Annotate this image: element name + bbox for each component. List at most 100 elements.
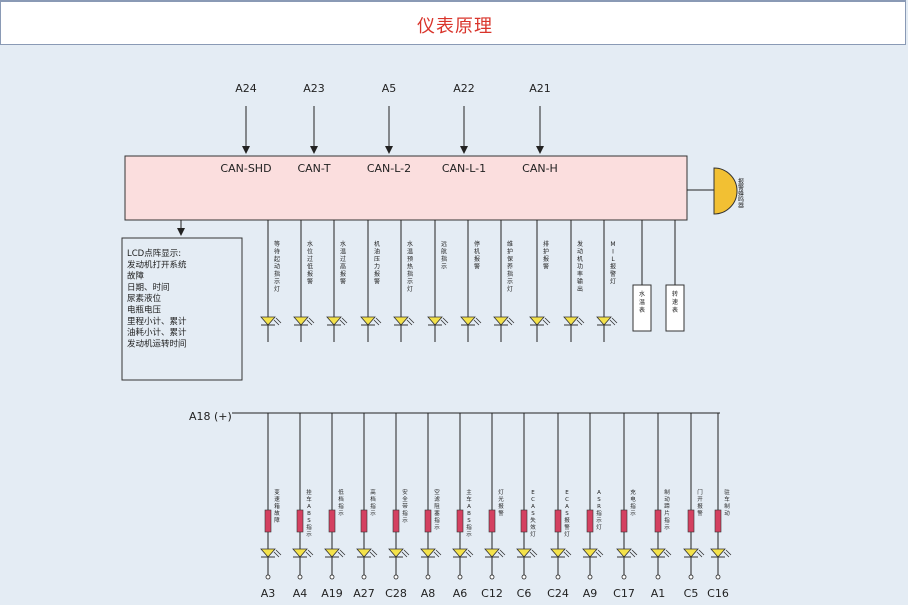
led-ray xyxy=(406,319,413,326)
led-icon xyxy=(529,316,551,326)
led-triangle xyxy=(596,316,612,326)
led-ray xyxy=(597,549,604,556)
led-ray xyxy=(529,551,536,558)
pin-label: A4 xyxy=(293,587,308,600)
led-icon xyxy=(292,548,314,558)
led-ray xyxy=(475,317,482,324)
indicator-label: 变速箱故障 xyxy=(274,488,280,524)
led-ray xyxy=(305,551,312,558)
pin-terminal xyxy=(621,574,627,580)
led-ray xyxy=(440,319,447,326)
led-triangle xyxy=(292,548,308,558)
lcd-line: 里程小计、累计 xyxy=(127,316,187,327)
pin-terminal xyxy=(489,574,495,580)
led-ray xyxy=(467,549,474,556)
led-ray xyxy=(275,317,282,324)
page-title: 仪表原理 xyxy=(417,16,493,37)
led-triangle xyxy=(326,316,342,326)
gauge-box xyxy=(632,284,652,332)
indicator-label: 充电指示 xyxy=(630,488,636,517)
pin-label: A27 xyxy=(353,587,375,600)
resistor-icon xyxy=(424,509,432,533)
led-triangle xyxy=(260,316,276,326)
led-icon xyxy=(616,548,638,558)
led-ray xyxy=(308,317,315,324)
pin-label: A6 xyxy=(453,587,468,600)
supply-label: A18 (+) xyxy=(189,410,232,423)
led-ray xyxy=(506,319,513,326)
resistor-icon xyxy=(392,509,400,533)
indicator-label: 门开报警 xyxy=(697,488,703,517)
can-pin-label: A5 xyxy=(382,82,397,95)
gauges: 水温表 转速表 xyxy=(632,220,685,332)
pin-terminal xyxy=(361,574,367,580)
led-icon xyxy=(596,316,618,326)
instrument-cluster-box xyxy=(124,155,688,221)
led-triangle xyxy=(360,316,376,326)
led-icon xyxy=(563,316,585,326)
indicator-label: 水温预热指示灯 xyxy=(407,240,413,293)
pin-label: C17 xyxy=(613,587,635,600)
pin-terminal xyxy=(715,574,721,580)
led-icon xyxy=(427,316,449,326)
led-triangle xyxy=(293,316,309,326)
pin-terminal xyxy=(655,574,661,580)
led-ray xyxy=(698,549,705,556)
resistor-icon xyxy=(264,509,272,533)
indicator-label: 空滤阻塞指示 xyxy=(434,488,440,531)
led-icon xyxy=(452,548,474,558)
led-ray xyxy=(611,317,618,324)
led-triangle xyxy=(616,548,632,558)
pin-terminal xyxy=(393,574,399,580)
led-triangle xyxy=(493,316,509,326)
led-ray xyxy=(408,317,415,324)
can-signal-label: CAN-L-2 xyxy=(367,162,411,175)
indicator-label: 水温过高报警 xyxy=(340,240,346,286)
pin-label: C28 xyxy=(385,587,407,600)
pin-label: A9 xyxy=(583,587,598,600)
led-ray xyxy=(665,549,672,556)
can-pin-label: A24 xyxy=(235,82,257,95)
led-ray xyxy=(696,551,703,558)
resistor-icon xyxy=(360,509,368,533)
led-triangle xyxy=(563,316,579,326)
led-icon xyxy=(326,316,348,326)
led-icon xyxy=(710,548,732,558)
indicator-label: 机油压力报警 xyxy=(374,240,380,286)
led-ray xyxy=(631,549,638,556)
pin-terminal xyxy=(521,574,527,580)
pin-label: C6 xyxy=(517,587,532,600)
led-ray xyxy=(275,549,282,556)
led-triangle xyxy=(550,548,566,558)
led-ray xyxy=(497,551,504,558)
led-ray xyxy=(306,319,313,326)
led-triangle xyxy=(582,548,598,558)
led-icon xyxy=(356,548,378,558)
gauge-label: 水温表 xyxy=(639,290,645,314)
lcd-line: LCD点阵显示: xyxy=(127,248,181,259)
indicator-label: 驻车制动 xyxy=(724,488,730,517)
led-triangle xyxy=(650,548,666,558)
led-ray xyxy=(339,549,346,556)
resistor-icon xyxy=(554,509,562,533)
led-ray xyxy=(273,319,280,326)
pin-label: C12 xyxy=(481,587,503,600)
led-ray xyxy=(508,317,515,324)
resistor-icon xyxy=(620,509,628,533)
lcd-box xyxy=(121,237,243,381)
led-ray xyxy=(339,319,346,326)
can-signal-label: CAN-SHD xyxy=(220,162,271,175)
led-icon xyxy=(493,316,515,326)
gauge-label: 转速表 xyxy=(672,290,678,314)
led-triangle xyxy=(324,548,340,558)
pin-label: A8 xyxy=(421,587,436,600)
led-ray xyxy=(337,551,344,558)
led-ray xyxy=(369,551,376,558)
resistor-icon xyxy=(456,509,464,533)
indicator-label: 远航指示 xyxy=(441,240,447,271)
led-ray xyxy=(578,317,585,324)
led-icon xyxy=(388,548,410,558)
pin-label: C16 xyxy=(707,587,729,600)
